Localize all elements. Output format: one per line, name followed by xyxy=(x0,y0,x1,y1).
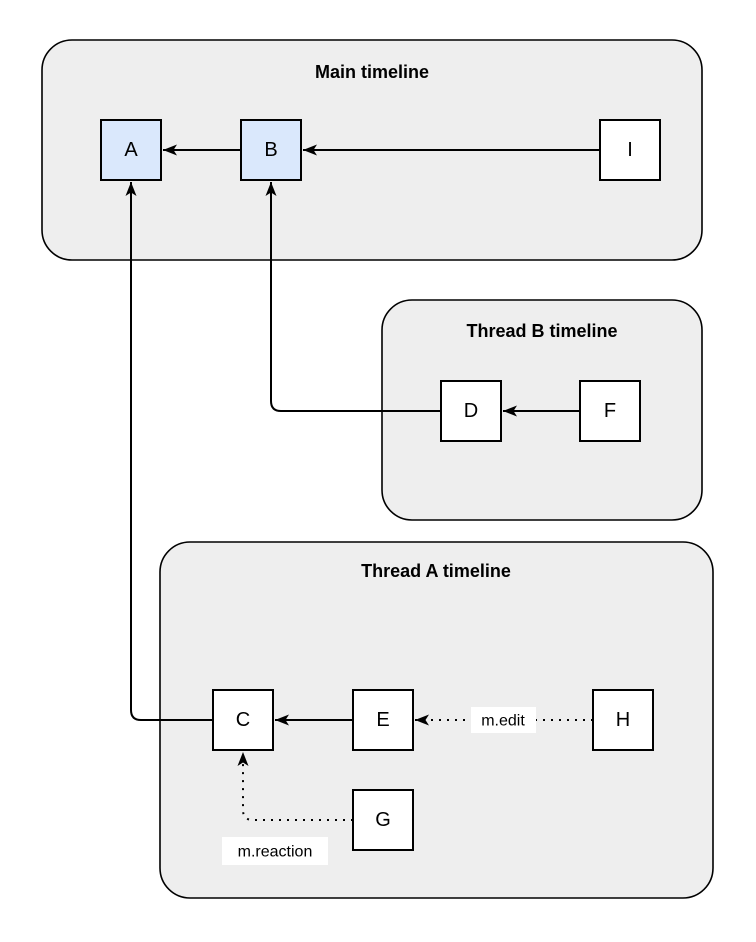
edge-label-m-edit-group: m.edit xyxy=(471,707,536,733)
node-h: H xyxy=(592,689,654,751)
main-timeline-title: Main timeline xyxy=(315,62,429,82)
node-d-label: D xyxy=(464,400,478,422)
node-b-label: B xyxy=(264,139,277,161)
node-g: G xyxy=(352,789,414,851)
node-f-box xyxy=(579,380,641,442)
node-a: A xyxy=(100,119,162,181)
node-a-box xyxy=(100,119,162,181)
node-b-box xyxy=(240,119,302,181)
node-b: B xyxy=(240,119,302,181)
edge-label-m-reaction-background xyxy=(222,837,328,865)
edge-label-m-edit-background xyxy=(471,707,536,733)
node-g-box xyxy=(352,789,414,851)
edge-label-m-reaction: m.reaction xyxy=(238,844,313,861)
node-d: D xyxy=(440,380,502,442)
node-c: C xyxy=(212,689,274,751)
node-e-label: E xyxy=(376,709,389,731)
edge-label-m-edit: m.edit xyxy=(481,713,525,730)
thread-b-timeline-title: Thread B timeline xyxy=(466,321,617,341)
node-f-label: F xyxy=(604,400,616,422)
node-e-box xyxy=(352,689,414,751)
thread-a-timeline-title: Thread A timeline xyxy=(361,561,511,581)
node-i-label: I xyxy=(627,139,633,161)
edge-c-to-a xyxy=(125,182,213,721)
node-i: I xyxy=(599,119,661,181)
edge-d-to-b xyxy=(265,182,441,412)
node-c-label: C xyxy=(236,709,250,731)
node-e: E xyxy=(352,689,414,751)
node-c-box xyxy=(212,689,274,751)
node-f: F xyxy=(579,380,641,442)
node-a-label: A xyxy=(124,139,138,161)
edge-label-m-reaction-group: m.reaction xyxy=(222,837,328,865)
node-i-box xyxy=(599,119,661,181)
node-h-box xyxy=(592,689,654,751)
node-d-box xyxy=(440,380,502,442)
node-h-label: H xyxy=(616,709,630,731)
node-g-label: G xyxy=(375,809,391,831)
